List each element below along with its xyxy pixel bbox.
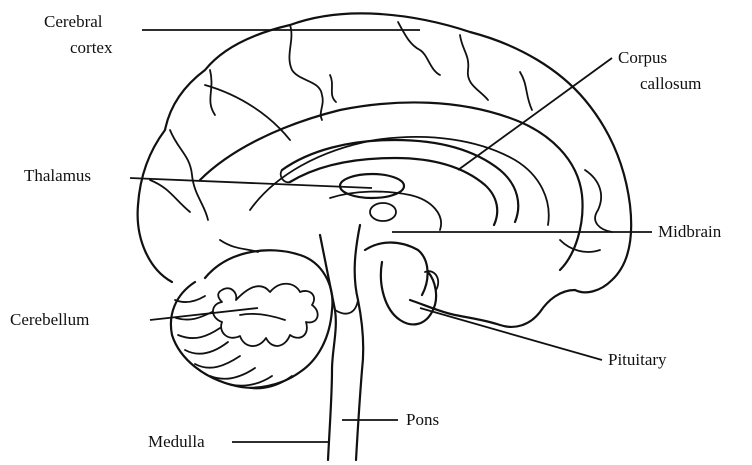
label-pons: Pons xyxy=(406,410,439,430)
label-cerebral-cortex-line1: Cerebral xyxy=(44,12,103,32)
label-thalamus: Thalamus xyxy=(24,166,91,186)
folia-3 xyxy=(185,342,228,354)
sulcus-10 xyxy=(585,170,612,232)
folia-4 xyxy=(195,356,240,368)
label-corpus-callosum-line1: Corpus xyxy=(618,48,667,68)
sulcus-1 xyxy=(210,70,215,115)
label-pituitary: Pituitary xyxy=(608,350,667,370)
hypothalamus xyxy=(365,243,428,296)
label-cerebral-cortex-line2: cortex xyxy=(70,38,112,58)
thalamus-shape xyxy=(340,174,404,198)
corpus-callosum-lower xyxy=(290,158,497,225)
pons-bulge xyxy=(335,300,358,314)
folia-2 xyxy=(178,328,220,338)
leader-pituitary xyxy=(420,308,602,360)
sulcus-4 xyxy=(460,35,488,100)
sulcus-2 xyxy=(289,25,322,120)
label-midbrain: Midbrain xyxy=(658,222,721,242)
label-corpus-callosum-line2: callosum xyxy=(640,74,701,94)
sulcus-7 xyxy=(170,130,208,220)
sulcus-5 xyxy=(330,75,336,102)
arbor-stem xyxy=(240,314,285,320)
cingulate-band xyxy=(200,102,583,270)
sulcus-6 xyxy=(520,72,532,110)
leader-corpus-callosum xyxy=(458,58,612,170)
leader-thalamus xyxy=(130,178,372,188)
sulcus-12 xyxy=(220,240,258,252)
folia-5 xyxy=(210,368,255,379)
sulcus-11 xyxy=(560,240,600,252)
brainstem-right xyxy=(355,225,364,460)
sulcus-8 xyxy=(150,180,190,212)
midbrain-circle xyxy=(370,203,396,221)
label-cerebellum: Cerebellum xyxy=(10,310,89,330)
label-medulla: Medulla xyxy=(148,432,205,452)
